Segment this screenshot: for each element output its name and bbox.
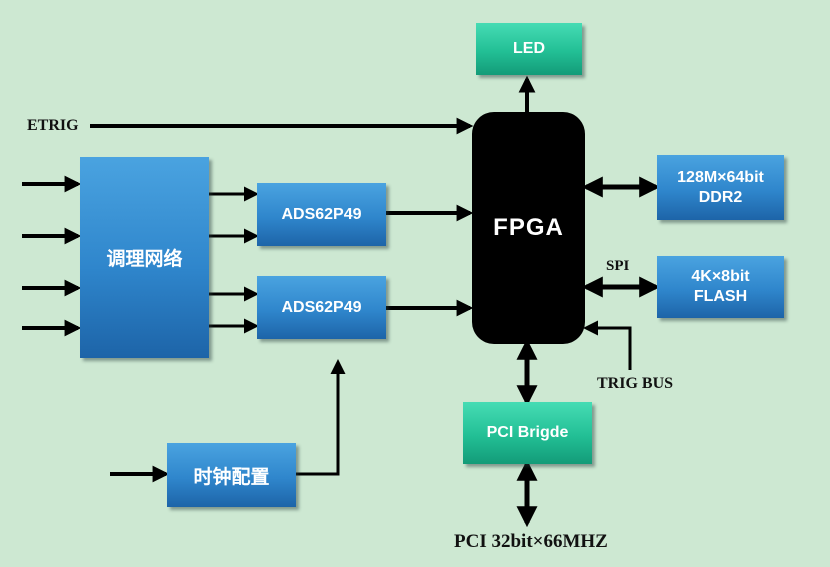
flash-type-label: FLASH — [693, 288, 748, 305]
trig-bus-label: TRIG BUS — [597, 375, 674, 392]
adc-block-1: ADS62P49 — [257, 183, 386, 246]
fpga-block: FPGA — [472, 112, 585, 344]
conditioning-network-block: 调理网络 — [80, 157, 209, 358]
ddr2-size-label: 128M×64bit — [677, 168, 764, 186]
led-block: LED — [476, 23, 582, 75]
flash-block: 4K×8bit FLASH — [657, 256, 784, 318]
ddr2-type-label: DDR2 — [698, 188, 743, 206]
etrig-label: ETRIG — [27, 117, 79, 134]
trig-bus-arrow — [583, 320, 632, 370]
clock-adc-arrow — [296, 359, 346, 476]
clock-config-block: 时钟配置 — [167, 443, 296, 507]
flash-size-label: 4K×8bit — [691, 268, 750, 285]
spi-label: SPI — [606, 258, 630, 274]
adc-block-2: ADS62P49 — [257, 276, 386, 339]
pci-bus-label: PCI 32bit×66MHZ — [454, 531, 608, 552]
ddr2-block: 128M×64bit DDR2 — [657, 155, 784, 220]
pci-bridge-block: PCI Brigde — [463, 402, 592, 464]
